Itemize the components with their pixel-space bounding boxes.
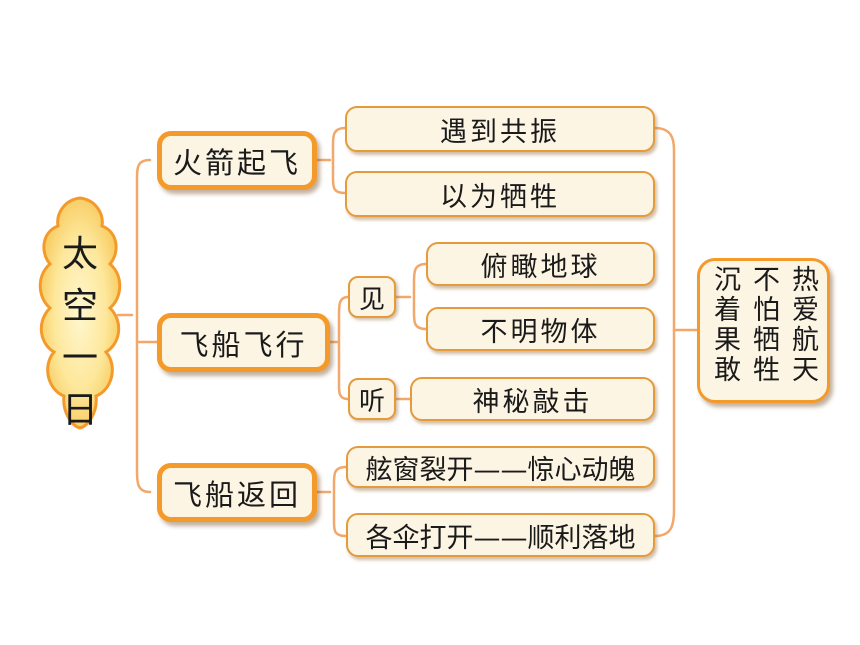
summary-column: 不怕牺牲 <box>748 265 779 385</box>
leaf-sacrifice: 以为牺牲 <box>345 171 655 217</box>
branch-rocket-launch: 火箭起飞 <box>157 131 317 190</box>
leaf-resonance: 遇到共振 <box>345 106 655 152</box>
root-cloud-shape <box>38 196 122 430</box>
summary-box: 热爱航天 不怕牺牲 沉着果敢 <box>697 258 830 403</box>
leaf-mysterious-knock: 神秘敲击 <box>410 377 655 421</box>
branch-spaceship-flight: 飞船飞行 <box>157 313 330 372</box>
leaf-overlook-earth: 俯瞰地球 <box>426 242 655 286</box>
leaf-parachute-landing: 各伞打开——顺利落地 <box>346 513 655 557</box>
root-char: 太 <box>61 234 98 275</box>
root-char: 日 <box>61 390 98 431</box>
root-char: 空 <box>61 286 98 327</box>
leaf-unknown-object: 不明物体 <box>426 307 655 351</box>
summary-column: 热爱航天 <box>787 265 818 385</box>
group-hear: 听 <box>348 378 396 420</box>
root-char: 一 <box>61 338 98 379</box>
group-see: 见 <box>348 276 396 318</box>
root-node: 太 空 一 日 <box>50 225 110 431</box>
summary-column: 沉着果敢 <box>709 265 740 385</box>
leaf-window-crack: 舷窗裂开——惊心动魄 <box>346 446 655 488</box>
branch-spaceship-return: 飞船返回 <box>157 463 317 522</box>
